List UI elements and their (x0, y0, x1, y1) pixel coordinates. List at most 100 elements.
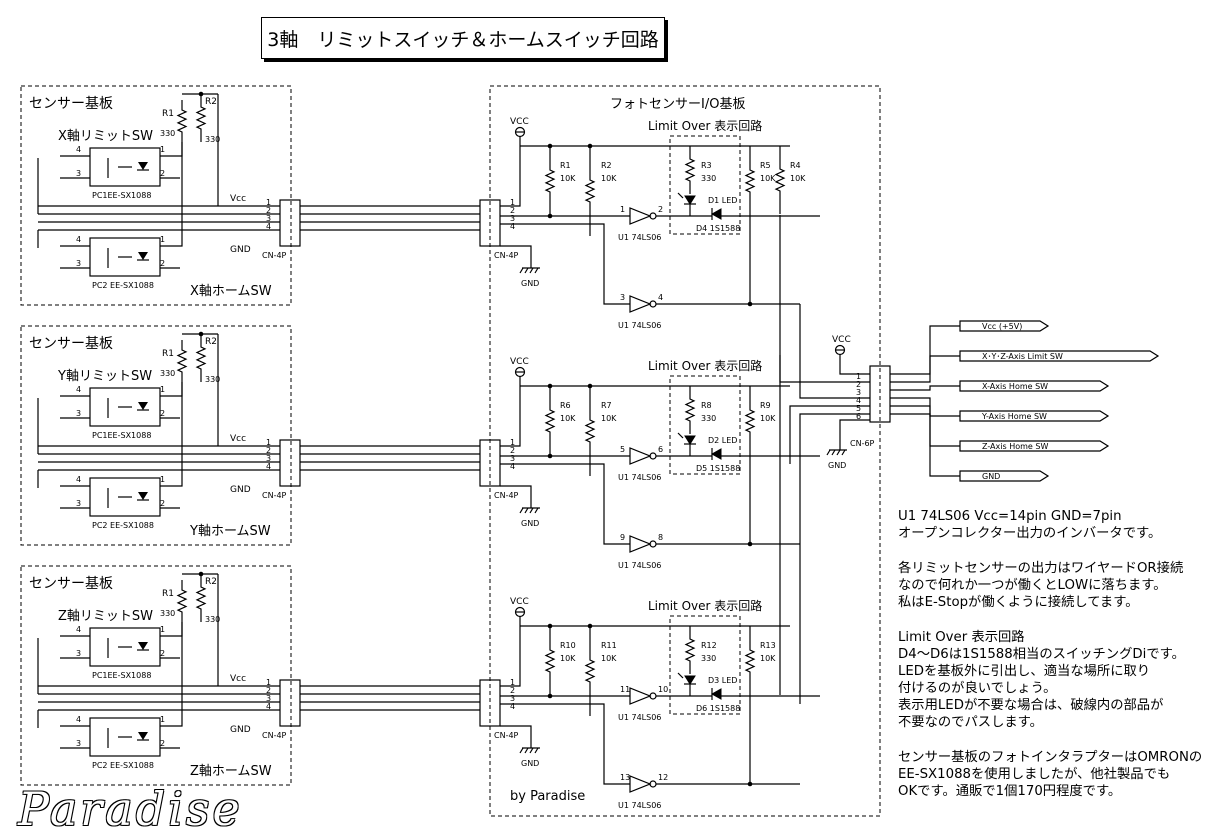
inverter-gate (629, 535, 652, 553)
limit-over-label: Limit Over 表示回路 (648, 598, 762, 613)
note-line: 不要なのでパスします。 (898, 715, 1043, 730)
resistor (584, 386, 596, 476)
vcc-label: Vcc (230, 674, 246, 684)
photo-led (138, 642, 148, 650)
connector-cn4p (279, 679, 301, 727)
photo-interrupter (89, 237, 161, 277)
limit-sw-label: Y軸リミットSW (57, 369, 152, 384)
diode-label: D4 1S1588 (696, 224, 740, 233)
pin-number: 3 (266, 694, 271, 703)
ground-hatch (529, 267, 534, 274)
limit-over-box (669, 135, 741, 235)
wire (890, 355, 960, 383)
resistor-value: 330 (701, 414, 716, 423)
page-title: 3軸 リミットスイッチ＆ホームスイッチ回路 (261, 17, 665, 59)
part-number: PC1EE-SX1088 (92, 671, 151, 680)
pin-number: 3 (76, 649, 81, 658)
pin-number: 1 (266, 198, 271, 207)
diode (710, 688, 722, 700)
pin-number: 4 (510, 462, 515, 471)
signal-flag (959, 320, 1050, 332)
junction-dot (547, 693, 553, 699)
connector-cn4p (479, 199, 501, 247)
junction-dot (547, 453, 553, 459)
resistor-label: R2 (601, 161, 612, 170)
pin-number: 12 (658, 773, 668, 782)
resistor-label: R1 (560, 161, 571, 170)
ic-label: U1 74LS06 (618, 713, 661, 722)
ground-hatch (529, 507, 534, 514)
pin-number: 4 (76, 385, 81, 394)
junction-dot (747, 301, 753, 307)
pin-number: 2 (160, 739, 165, 748)
pin-number: 3 (856, 388, 861, 397)
resistor (544, 386, 556, 456)
sensor-board-outline (20, 85, 292, 306)
pin-number: 11 (620, 685, 630, 694)
pin-number: 6 (658, 445, 663, 454)
resistor (544, 146, 556, 216)
connector-label: CN-4P (494, 731, 519, 740)
signal-label: X･Y･Z-Axis Limit SW (982, 352, 1063, 361)
wire (789, 405, 870, 464)
gnd-label: GND (521, 519, 539, 528)
connector-label: CN-6P (850, 439, 875, 448)
resistor-label: R2 (205, 97, 217, 107)
diode (710, 208, 722, 220)
resistor-value: 330 (205, 135, 220, 144)
pin-number: 3 (76, 739, 81, 748)
wire (500, 703, 630, 785)
pin-number: 5 (856, 404, 861, 413)
resistor-value: 10K (790, 174, 806, 183)
signal-label: Y-Axis Home SW (981, 412, 1047, 421)
connector-cn4p (279, 199, 301, 247)
photo-interrupter (89, 717, 161, 757)
wire (500, 245, 532, 268)
resistor-value: 330 (160, 609, 175, 618)
wire (799, 413, 870, 704)
pin-number: 3 (510, 454, 515, 463)
ground-hatch (524, 747, 529, 754)
wire (500, 616, 521, 687)
io-board-label: フォトセンサーI/O基板 (610, 97, 745, 112)
pin-number: 9 (620, 533, 625, 542)
ground-hatch (826, 449, 831, 456)
resistor (684, 146, 696, 194)
resistor (544, 626, 556, 696)
note-line: EE-SX1088を使用しましたが、他社製品でも (898, 767, 1171, 782)
wire (890, 405, 960, 447)
ground-symbol (519, 507, 540, 514)
part-number: PC1EE-SX1088 (92, 191, 151, 200)
pin-number: 4 (266, 462, 271, 471)
inverter-gate (629, 447, 652, 465)
pin-number: 2 (160, 169, 165, 178)
pin-number: 13 (620, 773, 630, 782)
note-line: 私はE-Stopが働くように接続してます。 (898, 595, 1139, 610)
pin-number: 4 (76, 235, 81, 244)
ground-hatch (524, 267, 529, 274)
resistor-value: 10K (601, 654, 617, 663)
diode-label: D5 1S1588 (696, 464, 740, 473)
pin-number: 3 (76, 409, 81, 418)
limit-over-box (669, 375, 741, 475)
signal-flag (959, 380, 1110, 392)
pin-number: 5 (620, 445, 625, 454)
part-number: PC2 EE-SX1088 (92, 281, 154, 290)
signal-flag (959, 440, 1110, 452)
pin-number: 1 (856, 372, 861, 381)
diode-label: D6 1S1588 (696, 704, 740, 713)
pin-number: 2 (266, 686, 271, 695)
wire (839, 354, 870, 375)
resistor (176, 580, 188, 622)
resistor-label: R1 (162, 589, 174, 599)
resistor-label: R5 (760, 161, 771, 170)
pin-number: 2 (856, 380, 861, 389)
home-sw-label: X軸ホームSW (190, 284, 272, 299)
resistor-value: 330 (205, 375, 220, 384)
photo-interrupter (89, 387, 161, 427)
paradise-logo: Paradise (18, 782, 243, 836)
signal-flag (959, 410, 1110, 422)
led-diode (684, 675, 696, 685)
ground-hatch (519, 507, 524, 514)
vcc-label: Vcc (230, 194, 246, 204)
